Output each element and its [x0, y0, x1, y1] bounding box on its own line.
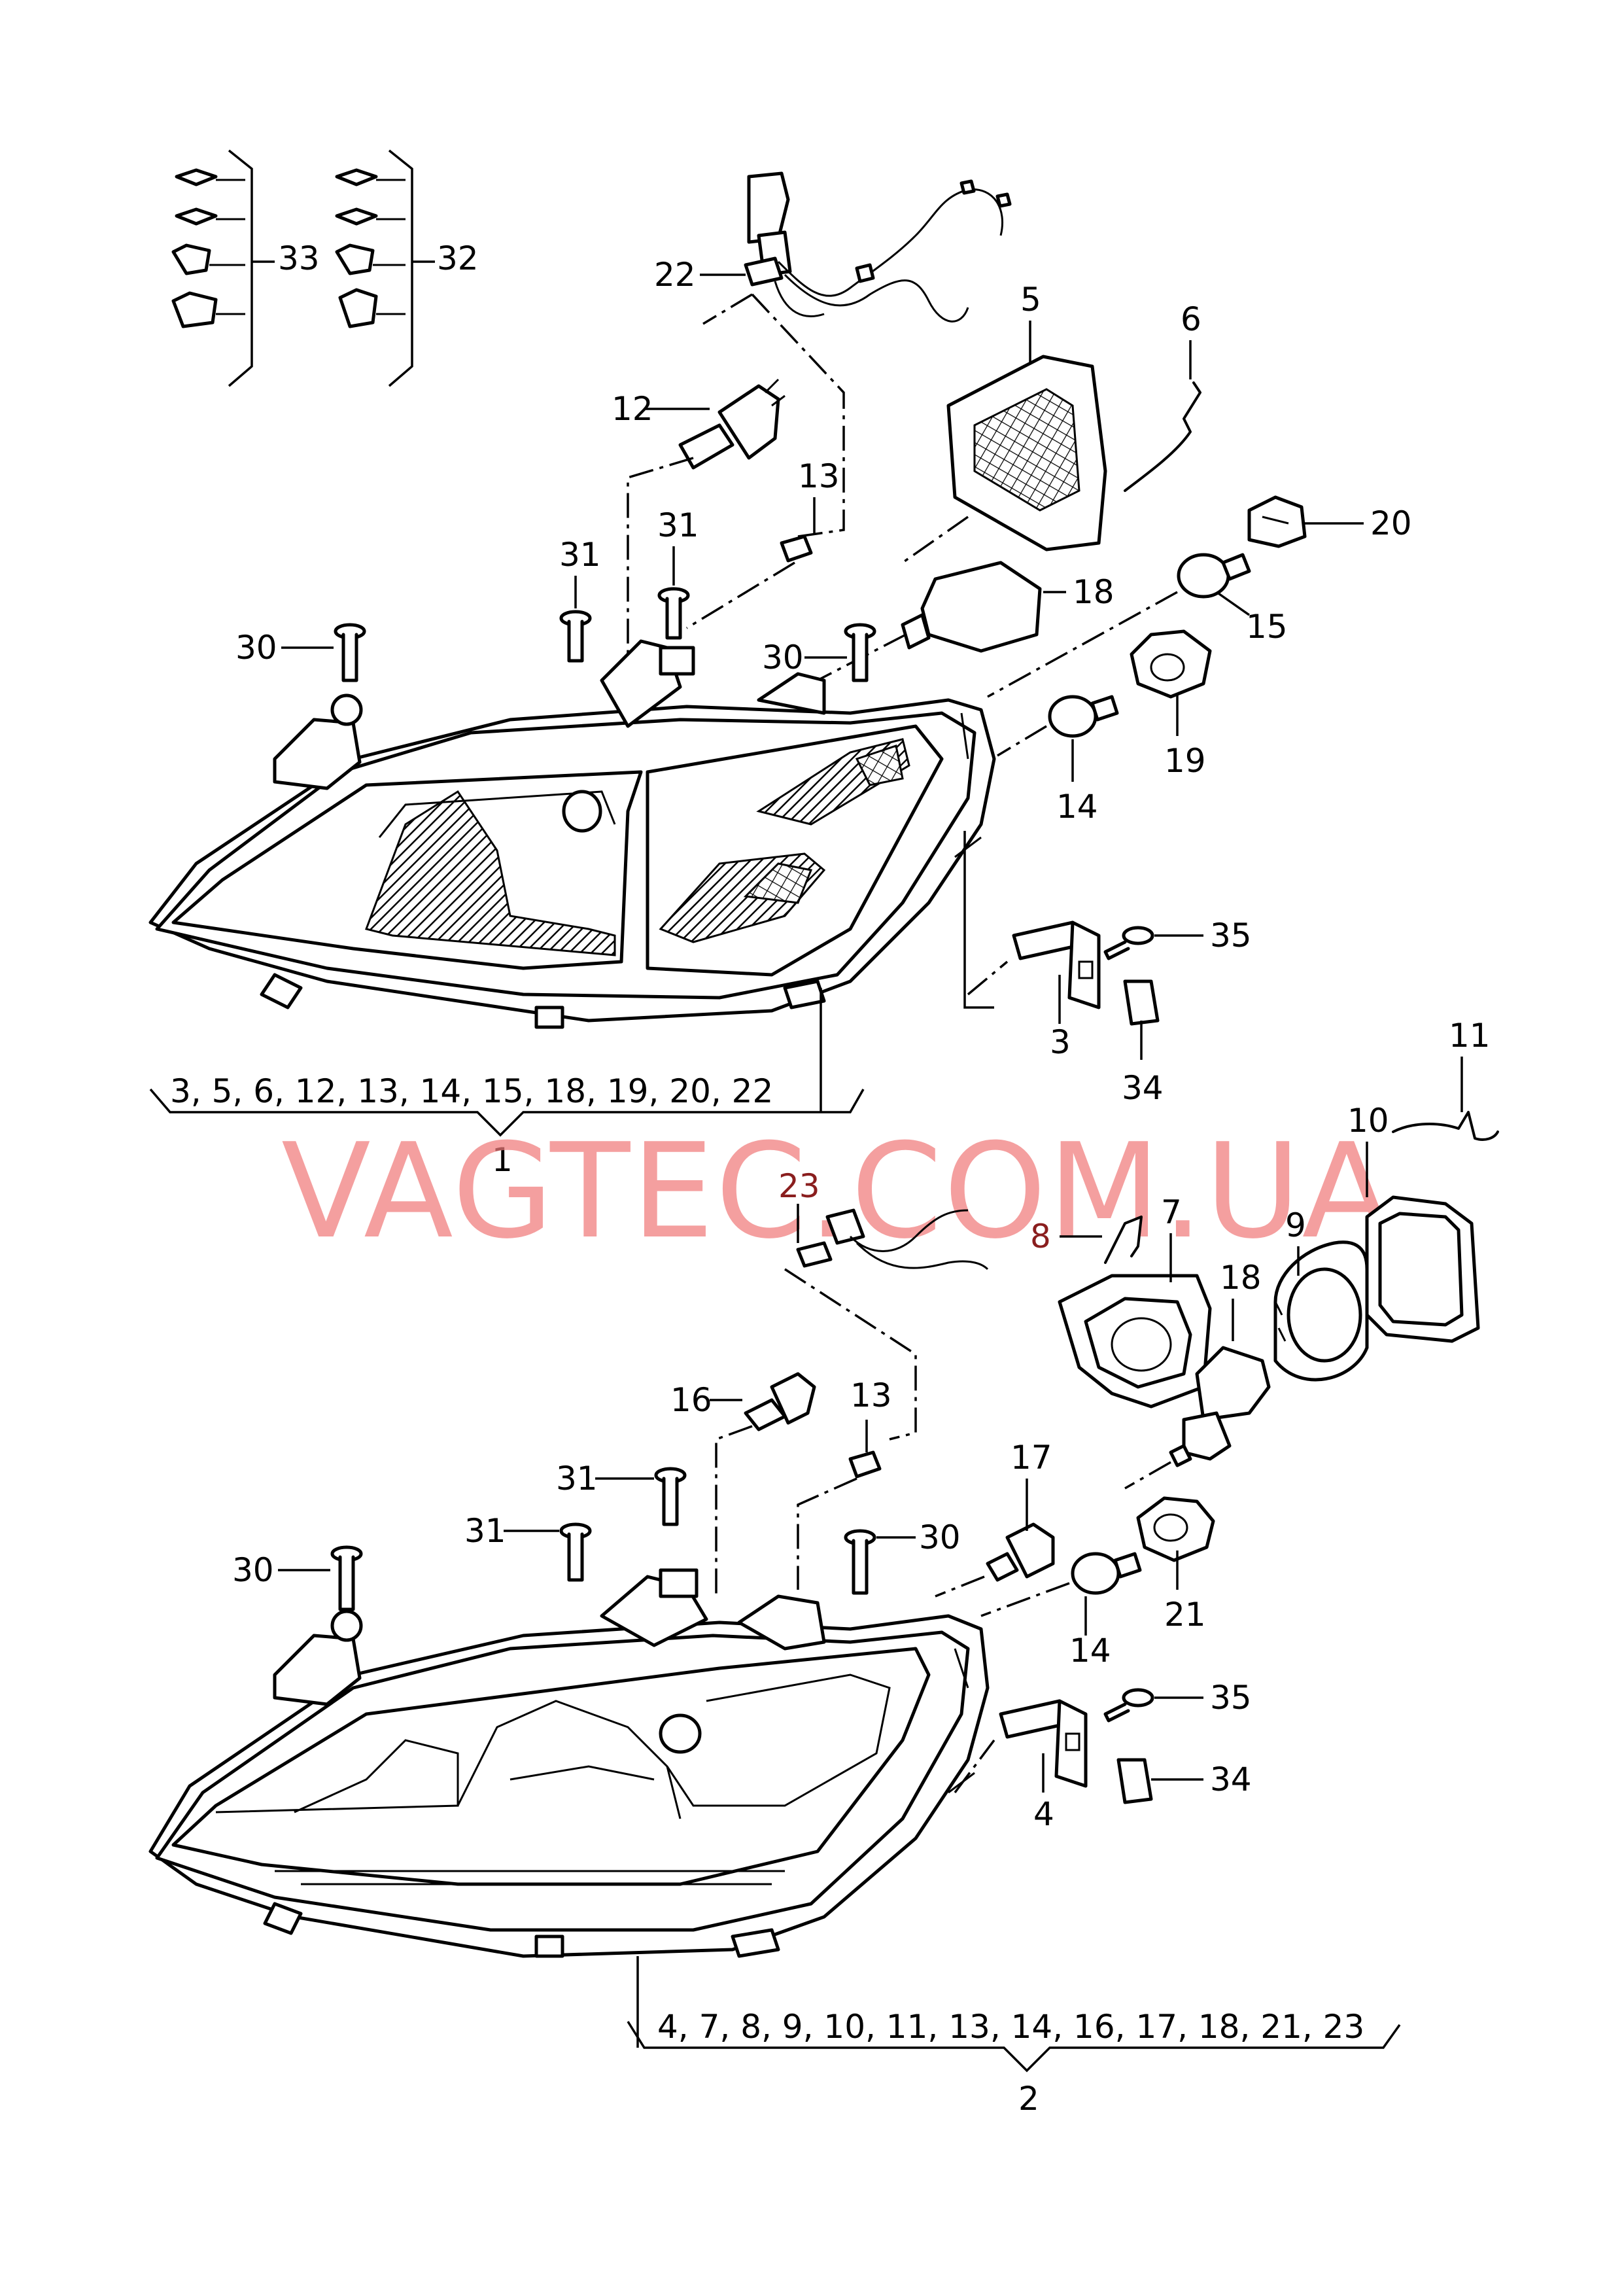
- screw-31-a: [559, 610, 592, 663]
- callout-8: 8: [1030, 1218, 1051, 1255]
- callout-5: 5: [1020, 281, 1041, 319]
- callout-34-bottom: 34: [1210, 1761, 1252, 1798]
- callout-30-b: 30: [762, 639, 804, 676]
- bulb-14-top: [1048, 695, 1119, 738]
- callout-16: 16: [670, 1381, 712, 1419]
- callout-30-d: 30: [919, 1518, 961, 1556]
- callout-11: 11: [1449, 1017, 1491, 1055]
- bracket-3: [1012, 920, 1101, 1009]
- callout-12: 12: [612, 390, 653, 428]
- callout-35-bottom: 35: [1210, 1679, 1252, 1717]
- group-1-parts-list: 3, 5, 6, 12, 13, 14, 15, 18, 19, 20, 22: [170, 1072, 773, 1110]
- screw-35-top: [1103, 926, 1154, 960]
- callout-20: 20: [1370, 504, 1412, 542]
- callout-33: 33: [278, 239, 320, 277]
- housing-7: [1058, 1274, 1212, 1409]
- bracket-4: [999, 1699, 1088, 1788]
- clip-set-33: [171, 149, 275, 387]
- callout-13-top: 13: [798, 457, 840, 495]
- spring-clip-11: [1392, 1111, 1499, 1141]
- callout-10: 10: [1347, 1102, 1389, 1140]
- callout-18-top: 18: [1073, 573, 1114, 611]
- callout-31-d: 31: [464, 1512, 506, 1550]
- ring-9: [1273, 1240, 1369, 1382]
- callout-13-bottom: 13: [850, 1376, 892, 1414]
- socket-21: [1136, 1496, 1215, 1562]
- callout-23: 23: [778, 1167, 820, 1205]
- callout-14-bottom: 14: [1069, 1632, 1111, 1670]
- bulb-13-top: [780, 534, 813, 563]
- module-18-top: [901, 561, 1042, 653]
- wiring-harness-23: [796, 1208, 989, 1270]
- callout-17: 17: [1011, 1439, 1052, 1477]
- bulb-14-bottom: [1071, 1552, 1142, 1595]
- callout-30-c: 30: [232, 1551, 274, 1589]
- clip-34-bottom: [1116, 1758, 1153, 1804]
- callout-3: 3: [1050, 1023, 1071, 1061]
- screw-30-a: [334, 623, 366, 682]
- bulb-17: [986, 1522, 1055, 1582]
- callout-15: 15: [1246, 608, 1288, 646]
- callout-22: 22: [654, 256, 696, 294]
- clip-set-32: [335, 149, 435, 387]
- bulb-15: [1177, 553, 1251, 599]
- callout-18-bottom: 18: [1220, 1259, 1262, 1297]
- screw-31-d: [559, 1522, 592, 1582]
- socket-19: [1130, 629, 1212, 699]
- callout-31-c: 31: [556, 1460, 598, 1498]
- screw-30-d: [844, 1529, 876, 1595]
- screw-31-b: [657, 587, 690, 640]
- clip-8: [1104, 1216, 1143, 1264]
- wiring-harness-22: [744, 171, 1012, 323]
- module-18-bottom: [1169, 1346, 1271, 1467]
- group-2-number: 2: [1018, 2080, 1039, 2118]
- group-1-number: 1: [492, 1141, 513, 1179]
- clip-34-top: [1123, 979, 1160, 1026]
- callout-32: 32: [437, 239, 479, 277]
- frame-10: [1365, 1195, 1480, 1343]
- screw-30-b: [844, 623, 876, 682]
- callout-30-a: 30: [235, 629, 277, 667]
- socket-20: [1247, 495, 1307, 548]
- bulb-12: [678, 378, 786, 470]
- cover-5: [946, 355, 1107, 552]
- headlight-assembly-1: [148, 639, 996, 1029]
- screw-31-c: [654, 1467, 687, 1526]
- callout-6: 6: [1181, 300, 1201, 338]
- callout-4: 4: [1033, 1795, 1054, 1833]
- callout-19: 19: [1164, 742, 1206, 780]
- callout-9: 9: [1285, 1206, 1306, 1244]
- spring-clip-6: [1124, 381, 1201, 492]
- callout-7: 7: [1161, 1193, 1182, 1231]
- callout-35-top: 35: [1210, 917, 1252, 955]
- callout-14-top: 14: [1056, 788, 1098, 826]
- headlight-assembly-2: [148, 1568, 990, 1958]
- screw-35-bottom: [1103, 1688, 1154, 1723]
- callout-31-b: 31: [657, 506, 699, 544]
- watermark: VAGTEC.COM.UA: [281, 1115, 1392, 1268]
- callout-34-top: 34: [1122, 1069, 1164, 1107]
- bulb-13-bottom: [848, 1450, 882, 1479]
- bulb-16: [744, 1372, 816, 1431]
- screw-30-c: [330, 1545, 363, 1611]
- callout-31-a: 31: [559, 536, 601, 574]
- group-2-parts-list: 4, 7, 8, 9, 10, 11, 13, 14, 16, 17, 18, …: [657, 2008, 1364, 2046]
- callout-21: 21: [1164, 1596, 1206, 1634]
